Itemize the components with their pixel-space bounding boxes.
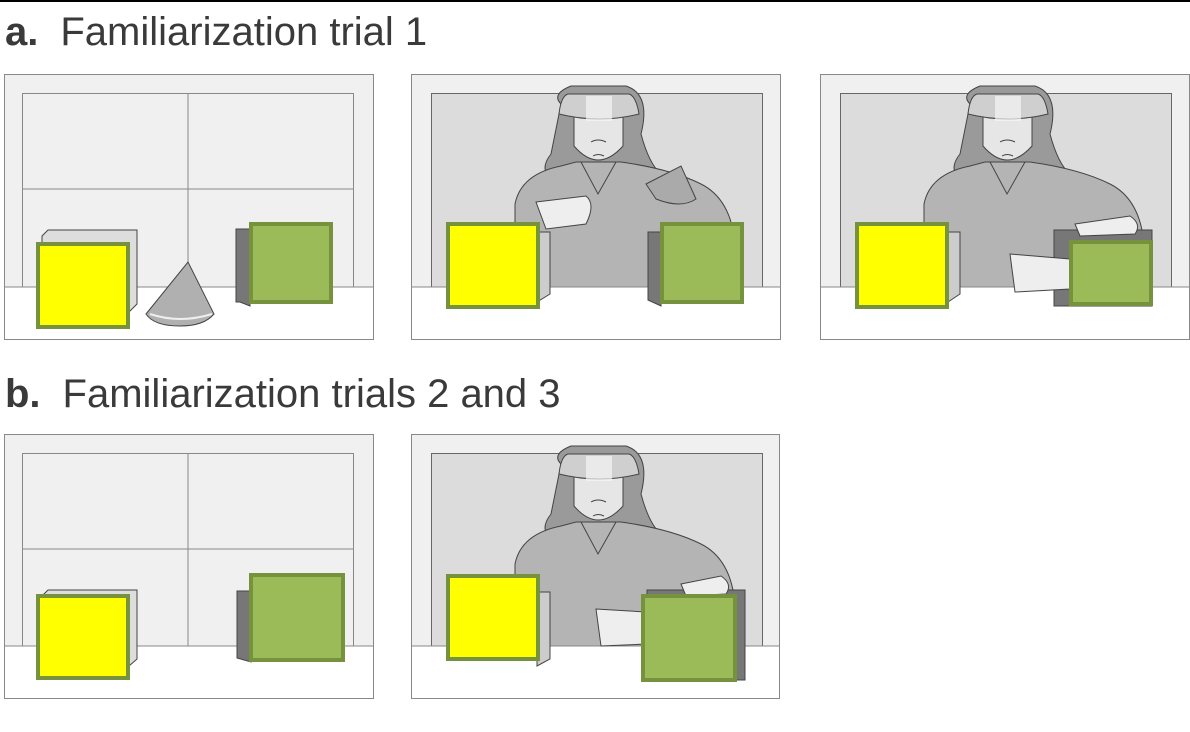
- heading-b: b. Familiarization trials 2 and 3: [5, 372, 561, 417]
- top-rule: [0, 0, 1190, 2]
- green-box: [641, 594, 737, 682]
- hand: [1074, 215, 1139, 237]
- panel-a3-scene: [820, 74, 1190, 340]
- hand: [595, 608, 647, 647]
- yellow-box: [36, 242, 130, 329]
- yellow-box: [855, 222, 949, 309]
- heading-a: a. Familiarization trial 1: [5, 10, 427, 55]
- panel-a1-scene: [4, 74, 374, 340]
- green-box: [1069, 240, 1153, 306]
- green-box: [249, 222, 333, 304]
- watermelon-icon: [145, 261, 215, 327]
- hand: [1009, 253, 1071, 293]
- panel-title-a: Familiarization trial 1: [60, 10, 428, 54]
- yellow-box: [446, 574, 540, 661]
- panel-a2-scene: [411, 74, 781, 340]
- yellow-box: [36, 594, 130, 680]
- green-box: [660, 222, 744, 304]
- panel-label-a: a.: [5, 10, 39, 54]
- hand: [535, 195, 592, 230]
- hand: [680, 575, 730, 597]
- panel-b2-scene: [411, 434, 781, 700]
- watermelon-icon: [645, 165, 697, 205]
- yellow-box: [446, 222, 540, 309]
- green-box: [249, 573, 345, 662]
- panel-label-b: b.: [5, 372, 41, 416]
- panel-b1-scene: [4, 434, 374, 700]
- panel-title-b: Familiarization trials 2 and 3: [62, 372, 561, 416]
